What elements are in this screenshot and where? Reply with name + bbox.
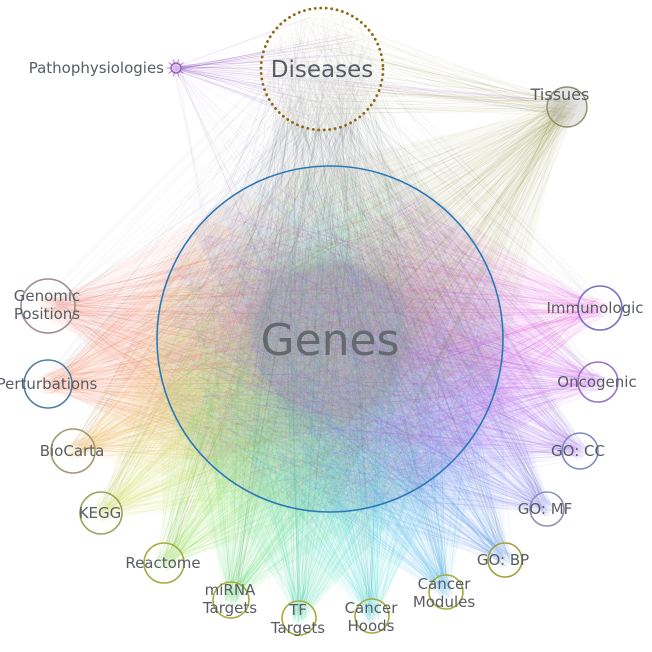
reactome-edge-bundle [155,28,495,572]
genes-circle-tint [157,166,503,512]
biocarta-edge-bundle [63,40,494,500]
immunologic-edge-bundle [172,40,610,502]
go-cc-label: GO: CC [551,442,605,460]
immunologic-node[interactable] [577,285,623,331]
tissues-node[interactable] [546,86,588,128]
go-bp-node[interactable] [487,542,523,578]
pathophysiologies-label: Pathophysiologies [29,59,164,77]
go-mf-label: GO: MF [518,500,573,518]
reactome-label: Reactome [125,554,200,572]
biocarta-label: BioCarta [40,442,105,460]
reactome-wedge [157,200,433,563]
kegg-node[interactable] [79,491,123,535]
genes-node[interactable] [156,165,504,513]
diseases-label: Diseases [271,57,373,83]
reactome-node[interactable] [143,542,185,584]
diseases-edge-bundle [40,13,604,625]
genomic-positions-edge-bundle [36,39,481,495]
tf-targets-edge-bundle [172,45,492,626]
perturbations-wedge [48,219,501,492]
oncogenic-wedge [159,224,598,489]
mirna-targets-node[interactable] [212,581,250,619]
go-mf-wedge [193,232,548,513]
perturbations-label: Perturbations [0,375,98,393]
go-mf-edge-bundle [165,16,555,517]
pathophysiologies-node[interactable] [170,62,182,74]
cancer-hoods-node[interactable] [354,598,390,634]
kegg-edge-bundle [91,48,494,523]
oncogenic-node[interactable] [577,361,619,403]
go-bp-edge-bundle [175,23,513,568]
mirna-targets-wedge [165,177,419,600]
go-bp-label: GO: BP [477,551,529,569]
biocarta-wedge [73,256,489,507]
go-cc-edge-bundle [176,25,589,506]
tf-targets-node[interactable] [281,600,317,636]
go-mf-node[interactable] [529,491,565,527]
immunologic-wedge [158,193,600,459]
cancer-modules-edge-bundle [164,42,492,600]
cancer-modules-node[interactable] [428,574,464,610]
cancer-modules-wedge [251,181,498,592]
go-bp-wedge [222,203,505,560]
tissues-label: Tissues [530,85,590,104]
cancer-hoods-edge-bundle [176,46,495,624]
genes-label: Genes [260,315,399,366]
genomic-positions-node[interactable] [20,278,76,334]
tf-targets-wedge [182,167,454,618]
oncogenic-edge-bundle [164,31,607,496]
oncogenic-label: Oncogenic [557,373,636,391]
go-cc-node[interactable] [561,432,599,470]
go-cc-wedge [172,261,580,507]
perturbations-edge-bundle [37,48,495,507]
genomic-positions-wedge [48,190,502,463]
immunologic-label: Immunologic [546,299,643,317]
tissues-edge-bundle [174,17,579,505]
diseases-node[interactable] [259,6,385,132]
kegg-label: KEGG [79,504,122,522]
biocarta-node[interactable] [50,428,96,474]
pathophysiologies-edge-bundle [167,16,580,470]
perturbations-node[interactable] [23,359,73,409]
